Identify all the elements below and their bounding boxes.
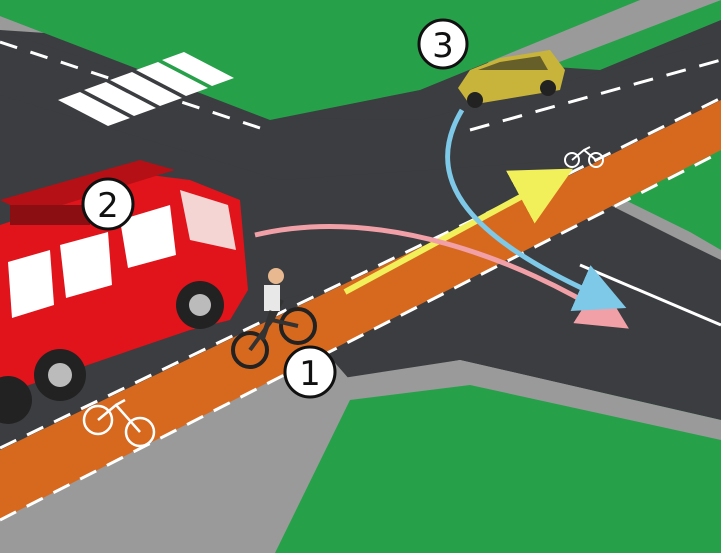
label-circle-1: 1 (283, 345, 337, 399)
bicycle-symbol-icon (564, 146, 604, 168)
label-circle-3: 3 (417, 18, 469, 70)
cross-road (0, 30, 721, 180)
bicycle-symbol-icon (82, 398, 156, 448)
label-number-2: 2 (97, 186, 119, 226)
cross-road-lower (280, 180, 721, 420)
cyclist (231, 268, 317, 369)
label-number-3: 3 (432, 26, 454, 66)
car-path-arrow (445, 108, 627, 311)
car (458, 50, 565, 108)
bike-lane-markings (0, 96, 721, 522)
crosswalk (58, 52, 234, 126)
label-circle-2: 2 (81, 177, 135, 231)
truck-wheel (0, 376, 32, 424)
label-number-1: 1 (299, 354, 321, 394)
cyclist-path-arrow (343, 168, 574, 295)
